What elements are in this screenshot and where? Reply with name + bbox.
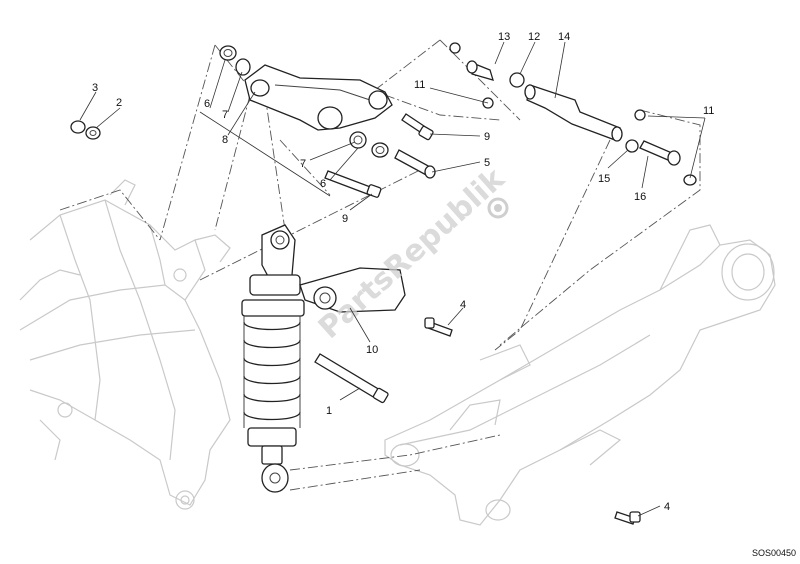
callout-3: 3 bbox=[92, 82, 98, 94]
callout-8: 8 bbox=[222, 134, 228, 146]
bearing-set bbox=[219, 45, 389, 158]
callout-6b: 6 bbox=[320, 178, 326, 190]
callout-2: 2 bbox=[116, 97, 122, 109]
callout-13: 13 bbox=[498, 31, 510, 43]
callout-7a: 7 bbox=[222, 109, 228, 121]
swingarm bbox=[384, 224, 776, 526]
callout-7b: 7 bbox=[300, 158, 306, 170]
callout-1: 1 bbox=[326, 405, 332, 417]
diagram-code: SOS00450 bbox=[752, 548, 796, 558]
callout-12: 12 bbox=[528, 31, 540, 43]
callout-9a: 9 bbox=[484, 131, 490, 143]
callout-labels: 1 2 3 4 4 5 6 6 7 7 8 9 9 10 11 11 12 13… bbox=[92, 31, 796, 558]
nut-washer bbox=[70, 120, 101, 140]
leader-lines bbox=[79, 41, 706, 517]
callout-6a: 6 bbox=[204, 98, 210, 110]
callout-5: 5 bbox=[484, 157, 490, 169]
assembly-lines bbox=[59, 39, 701, 491]
callout-10: 10 bbox=[366, 344, 378, 356]
callout-11a: 11 bbox=[414, 79, 425, 91]
callout-9b: 9 bbox=[342, 213, 348, 225]
callout-4b: 4 bbox=[664, 501, 670, 513]
motorcycle-frame bbox=[19, 179, 231, 510]
callout-16: 16 bbox=[634, 191, 646, 203]
callout-11b: 11 bbox=[703, 105, 714, 117]
callout-15: 15 bbox=[598, 173, 610, 185]
callout-14: 14 bbox=[558, 31, 570, 43]
watermark: PartsRepublik bbox=[312, 161, 512, 346]
callout-4a: 4 bbox=[460, 299, 466, 311]
svg-text:PartsRepublik: PartsRepublik bbox=[312, 161, 512, 346]
rocker-link bbox=[244, 64, 393, 131]
bolts-and-pins bbox=[314, 113, 641, 525]
tie-rod-assembly bbox=[449, 42, 697, 186]
shock-absorber bbox=[241, 224, 406, 493]
